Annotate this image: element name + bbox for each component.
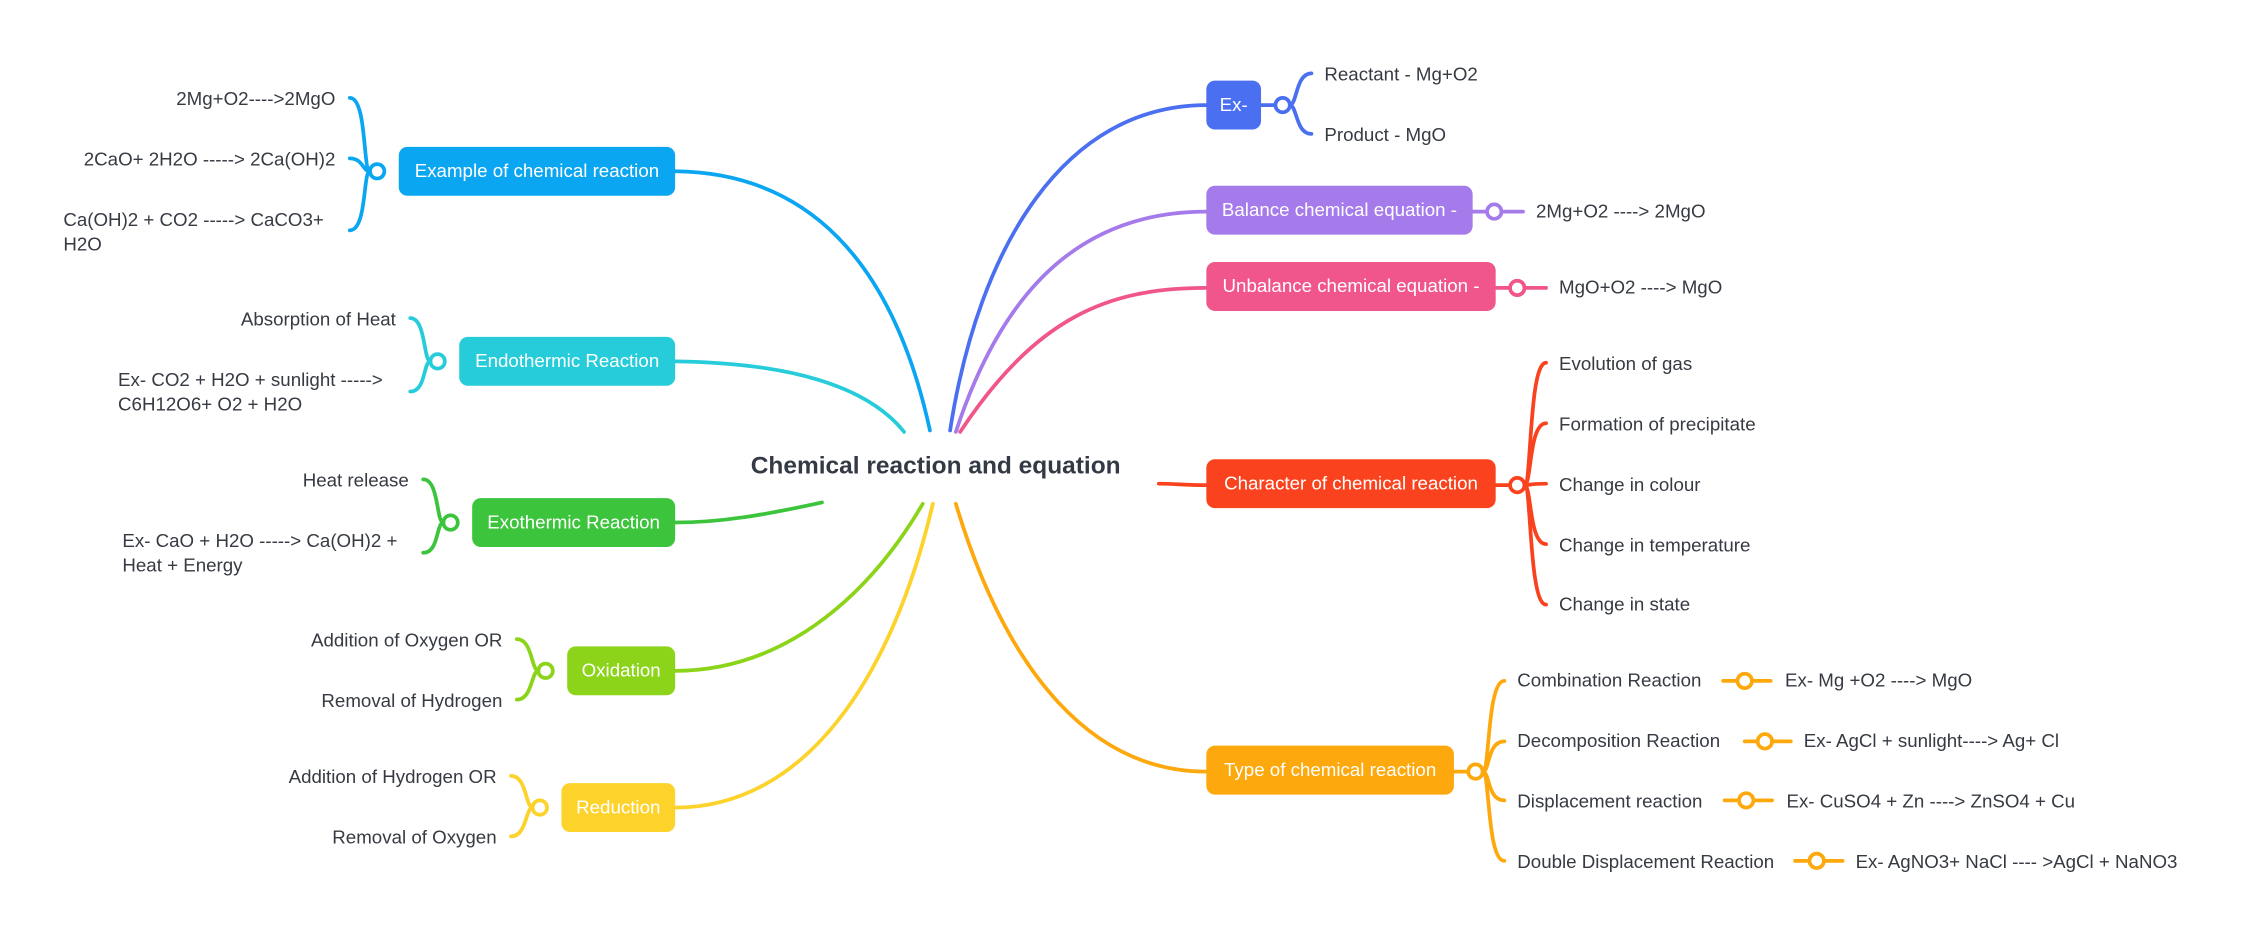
ex-item-reactant[interactable]: Reactant - Mg+O2 — [1324, 63, 1478, 85]
junction-endothermic[interactable] — [428, 352, 447, 371]
connector-ex-2 — [1287, 103, 1314, 136]
branch-unbalance-chemical-equation[interactable]: Unbalance chemical equation - — [1206, 261, 1496, 311]
junction-type-example-3[interactable] — [1737, 791, 1756, 810]
connector-reduction-2 — [509, 805, 535, 839]
type-example-displacement[interactable]: Ex- CuSO4 + Zn ----> ZnSO4 + Cu — [1786, 790, 2076, 812]
junction-balance[interactable] — [1485, 202, 1504, 221]
central-topic[interactable]: Chemical reaction and equation — [750, 452, 1121, 480]
junction-character[interactable] — [1508, 476, 1527, 495]
type-item-double-displacement[interactable]: Double Displacement Reaction — [1517, 850, 1775, 873]
endothermic-item-1[interactable]: Absorption of Heat — [240, 308, 396, 330]
connector-center-balance — [953, 209, 1209, 434]
connector-center-ex — [948, 103, 1209, 433]
type-example-double-displacement[interactable]: Ex- AgNO3+ NaCl ---- >AgCl + NaNO3 — [1855, 850, 2178, 873]
connector-exothermic-2 — [421, 520, 446, 555]
connector-type-4 — [1480, 769, 1507, 863]
branch-balance-chemical-equation[interactable]: Balance chemical equation - — [1206, 185, 1473, 235]
junction-ex[interactable] — [1273, 96, 1292, 115]
ex-item-product[interactable]: Product - MgO — [1324, 123, 1447, 146]
exothermic-item-1[interactable]: Heat release — [302, 469, 409, 491]
type-item-displacement[interactable]: Displacement reaction — [1517, 790, 1703, 812]
connector-example-3 — [347, 169, 372, 233]
branch-reduction[interactable]: Reduction — [561, 783, 676, 833]
character-item-3[interactable]: Change in colour — [1559, 473, 1701, 496]
connector-ex-1 — [1287, 71, 1314, 107]
connector-center-endothermic — [673, 359, 906, 434]
junction-exothermic[interactable] — [441, 513, 460, 532]
branch-exothermic-reaction[interactable]: Exothermic Reaction — [472, 498, 676, 548]
connector-oxidation-1 — [514, 637, 541, 673]
junction-reduction[interactable] — [530, 798, 549, 817]
reduction-item-2[interactable]: Removal of Oxygen — [332, 826, 497, 848]
example-item-2[interactable]: 2CaO+ 2H2O -----> 2Ca(OH)2 — [83, 148, 336, 170]
character-item-1[interactable]: Evolution of gas — [1559, 352, 1693, 375]
connector-endothermic-2 — [408, 359, 433, 394]
reduction-item-1[interactable]: Addition of Hydrogen OR — [288, 765, 497, 788]
type-item-decomposition[interactable]: Decomposition Reaction — [1517, 729, 1721, 752]
junction-type-example-4[interactable] — [1807, 851, 1826, 870]
branch-endothermic-reaction[interactable]: Endothermic Reaction — [459, 336, 676, 386]
connector-endothermic-1 — [408, 316, 433, 364]
connector-character-3 — [1522, 481, 1548, 487]
oxidation-item-1[interactable]: Addition of Oxygen OR — [310, 629, 503, 651]
type-example-combination[interactable]: Ex- Mg +O2 ----> MgO — [1785, 669, 1973, 691]
branch-oxidation[interactable]: Oxidation — [567, 646, 676, 696]
character-item-4[interactable]: Change in temperature — [1559, 534, 1751, 556]
balance-item-1[interactable]: 2Mg+O2 ----> 2MgO — [1535, 200, 1706, 222]
junction-type-example-2[interactable] — [1755, 732, 1774, 751]
junction-type[interactable] — [1466, 762, 1485, 781]
junction-type-example-1[interactable] — [1735, 671, 1754, 690]
connector-type-1 — [1480, 679, 1507, 774]
branch-type-of-chemical-reaction[interactable]: Type of chemical reaction — [1206, 745, 1454, 795]
connector-center-exothermic — [673, 500, 824, 525]
endothermic-item-2[interactable]: Ex- CO2 + H2O + sunlight -----> C6H12O6+… — [118, 368, 383, 415]
connector-center-character — [1156, 481, 1209, 487]
connector-center-unbalance — [958, 286, 1209, 434]
type-example-decomposition[interactable]: Ex- AgCl + sunlight----> Ag+ Cl — [1803, 729, 2060, 752]
junction-example[interactable] — [368, 162, 387, 181]
connector-reduction-1 — [509, 774, 535, 810]
branch-example-of-chemical-reaction[interactable]: Example of chemical reaction — [398, 146, 676, 196]
connector-character-5 — [1522, 483, 1548, 607]
connector-center-type — [953, 501, 1209, 774]
oxidation-item-2[interactable]: Removal of Hydrogen — [321, 689, 503, 712]
example-item-1[interactable]: 2Mg+O2---->2MgO — [176, 87, 336, 110]
unbalance-item-1[interactable]: MgO+O2 ----> MgO — [1559, 276, 1723, 298]
connector-center-example — [673, 169, 932, 433]
connector-center-reduction — [673, 501, 935, 810]
junction-oxidation[interactable] — [536, 661, 555, 680]
connector-exothermic-1 — [421, 477, 446, 525]
branch-ex[interactable]: Ex- — [1206, 80, 1262, 130]
character-item-2[interactable]: Formation of precipitate — [1559, 413, 1756, 435]
junction-unbalance[interactable] — [1508, 278, 1527, 297]
example-item-3[interactable]: Ca(OH)2 + CO2 -----> CaCO3+ H2O — [63, 208, 324, 255]
connector-oxidation-2 — [514, 668, 541, 702]
character-item-5[interactable]: Change in state — [1559, 593, 1691, 615]
branch-character-of-chemical-reaction[interactable]: Character of chemical reaction — [1206, 459, 1496, 509]
exothermic-item-2[interactable]: Ex- CaO + H2O -----> Ca(OH)2 + Heat + En… — [122, 529, 398, 576]
connector-center-oxidation — [673, 501, 925, 673]
type-item-combination[interactable]: Combination Reaction — [1517, 669, 1702, 691]
